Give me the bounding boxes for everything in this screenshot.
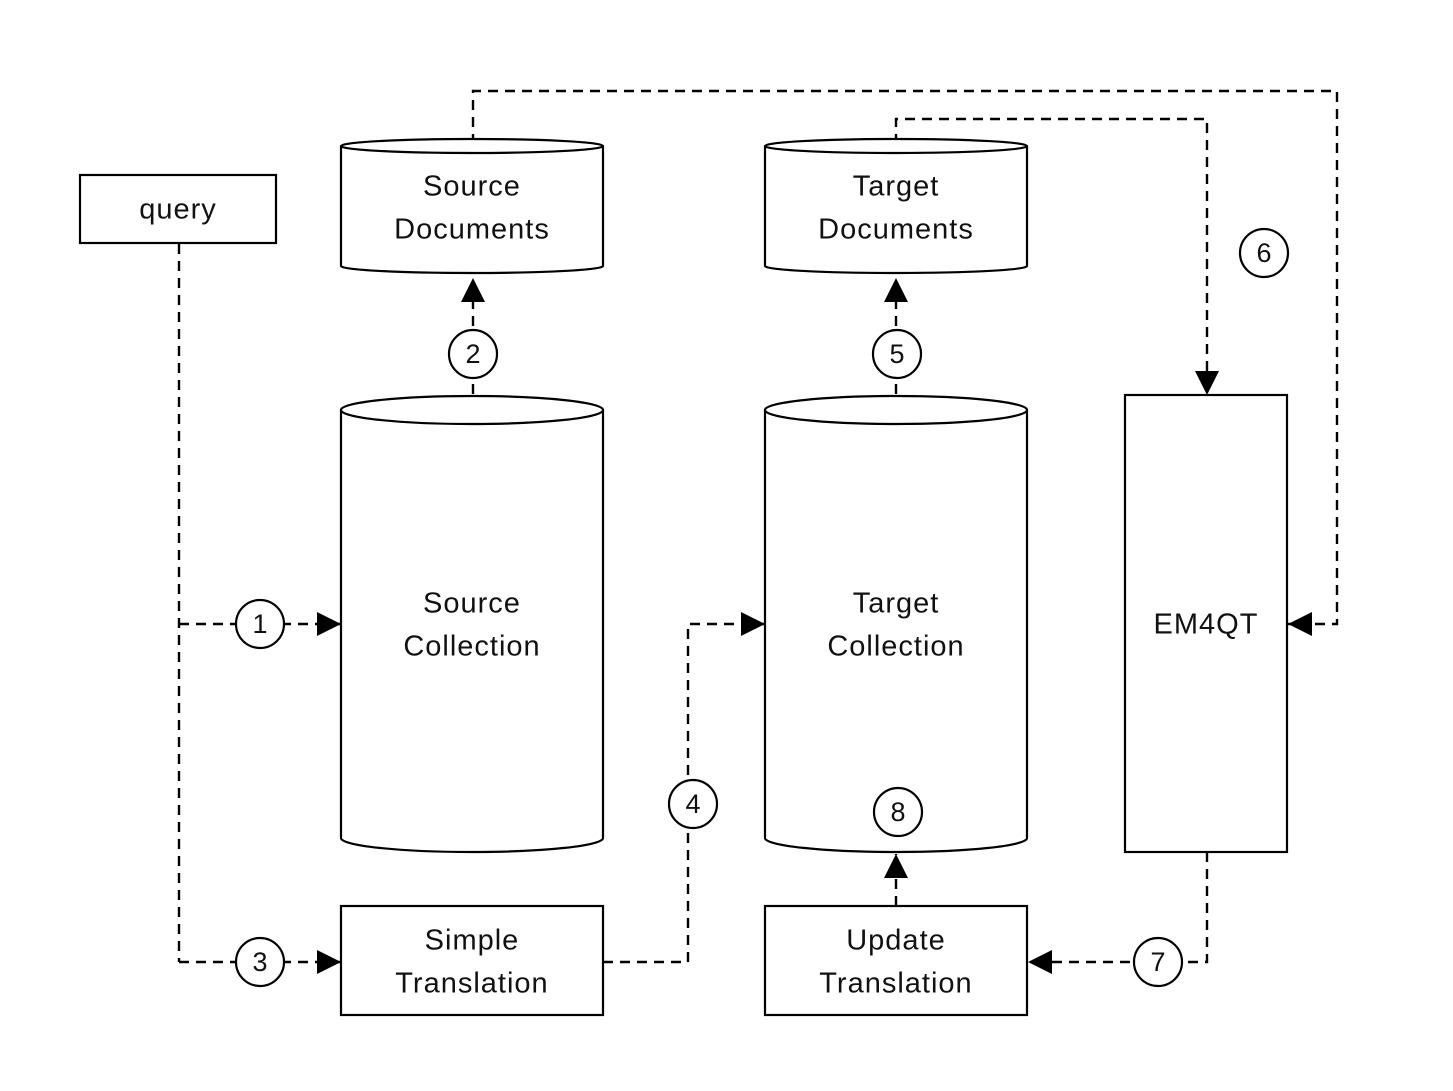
source-documents-cylinder: Source Documents — [339, 137, 605, 275]
step-number-5: 5 — [889, 339, 904, 369]
step-badge-7: 7 — [1132, 936, 1184, 988]
update-translation-label-line2: Translation — [819, 968, 972, 1000]
query-node: query — [78, 173, 278, 245]
edge-em4qt-to-update-translation — [1028, 852, 1209, 974]
target-documents-cylinder: Target Documents — [763, 137, 1029, 275]
step-number-7: 7 — [1150, 947, 1165, 977]
update-translation-label-line1: Update — [846, 925, 946, 957]
step-badge-5: 5 — [871, 328, 923, 380]
target-collection-label-line2: Collection — [827, 631, 964, 663]
edge-simple-translation-to-target-collection — [603, 612, 765, 964]
step-number-3: 3 — [252, 947, 267, 977]
query-label: query — [139, 194, 217, 226]
simple-translation-label-line2: Translation — [395, 968, 548, 1000]
target-collection-label-line1: Target — [853, 588, 940, 620]
target-documents-label-line2: Documents — [818, 214, 974, 246]
step-number-1: 1 — [252, 609, 267, 639]
step-badge-4: 4 — [667, 778, 719, 830]
step-number-2: 2 — [465, 339, 480, 369]
step-number-8: 8 — [890, 797, 905, 827]
target-collection-cylinder: Target Collection — [763, 394, 1029, 854]
step-badge-3: 3 — [234, 936, 286, 988]
step-badge-8: 8 — [872, 786, 924, 838]
step-badge-1: 1 — [234, 598, 286, 650]
step-badge-2: 2 — [447, 328, 499, 380]
step-badge-6: 6 — [1238, 227, 1290, 279]
source-documents-label-line2: Documents — [394, 214, 550, 246]
em4qt-node: EM4QT — [1123, 393, 1289, 854]
source-collection-cylinder: Source Collection — [339, 394, 605, 854]
step-number-6: 6 — [1256, 238, 1271, 268]
em4qt-label: EM4QT — [1154, 609, 1259, 641]
source-documents-label-line1: Source — [423, 171, 521, 203]
target-documents-label-line1: Target — [853, 171, 940, 203]
simple-translation-node: Simple Translation — [339, 904, 605, 1017]
simple-translation-label-line1: Simple — [425, 925, 520, 957]
update-translation-node: Update Translation — [763, 904, 1029, 1017]
step-number-4: 4 — [685, 789, 700, 819]
edge-source-documents-to-em4qt — [471, 89, 1339, 636]
source-collection-label-line2: Collection — [403, 631, 540, 663]
source-collection-label-line1: Source — [423, 588, 521, 620]
